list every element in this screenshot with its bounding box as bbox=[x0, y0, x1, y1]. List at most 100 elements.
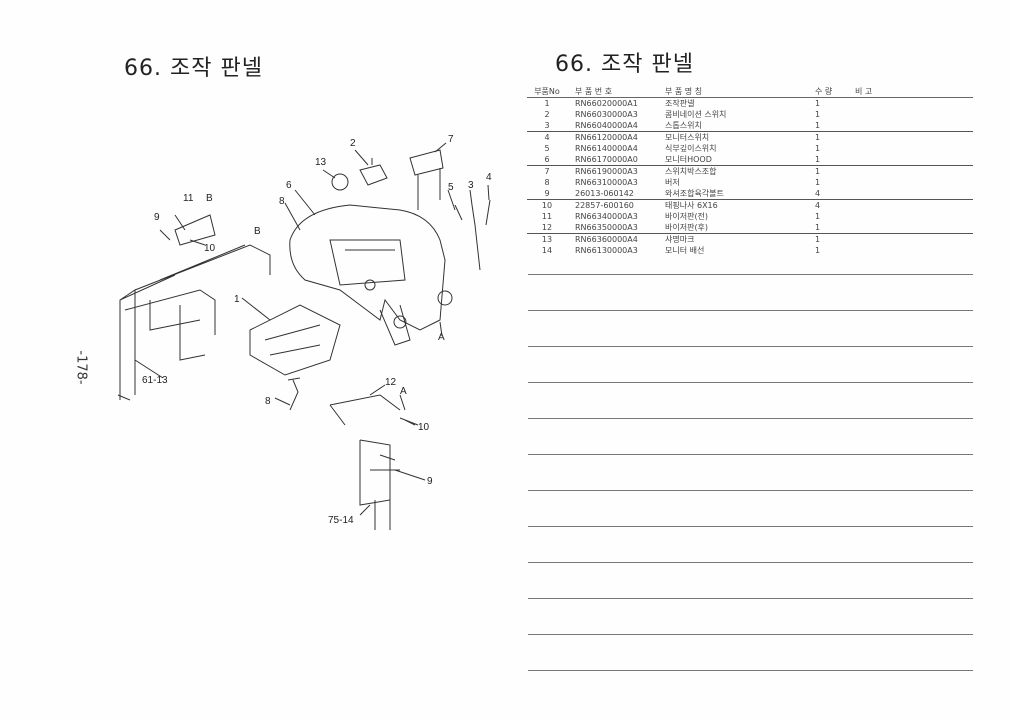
cell-part-name: 콤비네이션 스위치 bbox=[665, 110, 727, 119]
callout-label: 10 bbox=[204, 243, 216, 254]
cell-part-name: 바이저판(후) bbox=[665, 222, 815, 234]
cell-quantity: 1 bbox=[815, 178, 821, 187]
callout-label: B bbox=[254, 226, 261, 237]
cell-remarks bbox=[855, 132, 973, 144]
cell-remarks bbox=[855, 234, 973, 246]
blank-row-line bbox=[528, 526, 973, 527]
cell-remarks bbox=[855, 120, 973, 132]
cell-quantity: 1 bbox=[815, 133, 821, 142]
callout-label: 8 bbox=[279, 196, 285, 207]
cell-part-no: 3 bbox=[527, 120, 567, 132]
callout-label: 3 bbox=[468, 180, 474, 191]
cell-part-name: 모니터HOOD bbox=[665, 154, 815, 166]
cell-part-name: 와셔조합육각볼트 bbox=[665, 188, 815, 200]
callout-label: 9 bbox=[427, 476, 433, 487]
callout-label: B bbox=[206, 193, 213, 204]
cell-part-no: 4 bbox=[544, 133, 550, 142]
cell-part-name: 조작판넬 bbox=[665, 99, 695, 108]
callout-label: 11 bbox=[183, 193, 194, 204]
blank-row-line bbox=[528, 490, 973, 491]
exploded-parts-diagram bbox=[117, 142, 491, 530]
cell-part-number: RN66340000A3 bbox=[575, 212, 638, 221]
cell-part-no: 8 bbox=[544, 178, 550, 187]
cell-remarks bbox=[855, 143, 973, 154]
cell-part-number: RN66350000A3 bbox=[567, 222, 665, 234]
cell-part-no: 10 bbox=[541, 201, 553, 210]
cell-quantity: 1 bbox=[815, 154, 855, 166]
cell-part-number: 26013-060142 bbox=[567, 188, 665, 200]
cell-part-no: 11 bbox=[541, 212, 553, 221]
callout-label: 75-14 bbox=[328, 515, 354, 526]
cell-remarks bbox=[855, 211, 973, 222]
callout-label: A bbox=[400, 386, 407, 397]
cell-quantity: 1 bbox=[815, 167, 821, 176]
cell-remarks bbox=[855, 98, 973, 110]
cell-part-name: 스톱스위치 bbox=[665, 120, 815, 132]
cell-quantity: 1 bbox=[815, 235, 821, 244]
blank-row-line bbox=[528, 382, 973, 383]
callout-label: 12 bbox=[385, 377, 397, 388]
cell-quantity: 1 bbox=[815, 246, 821, 255]
callout-label: 5 bbox=[448, 182, 454, 193]
col-header-remarks: 비 고 bbox=[855, 86, 973, 98]
blank-row-line bbox=[528, 562, 973, 563]
cell-quantity: 4 bbox=[815, 188, 855, 200]
cell-quantity: 1 bbox=[815, 212, 821, 221]
cell-part-number: RN66360000A4 bbox=[575, 235, 638, 244]
cell-part-name: 식부깊이스위치 bbox=[665, 144, 717, 153]
cell-quantity: 1 bbox=[815, 222, 855, 234]
blank-row-line bbox=[528, 454, 973, 455]
cell-part-name: 샤명마크 bbox=[665, 235, 695, 244]
col-header-qty: 수 량 bbox=[815, 86, 855, 98]
cell-part-number: RN66140000A4 bbox=[575, 144, 638, 153]
callout-label: 2 bbox=[350, 138, 356, 149]
cell-remarks bbox=[855, 245, 973, 256]
callout-label: 10 bbox=[418, 422, 430, 433]
right-title: 66. 조작 판넬 bbox=[555, 52, 694, 77]
col-header-no: 부품No bbox=[527, 86, 567, 98]
blank-row-line bbox=[528, 418, 973, 419]
cell-part-number: RN66190000A3 bbox=[575, 167, 638, 176]
cell-quantity: 4 bbox=[815, 201, 821, 210]
cell-remarks bbox=[855, 188, 973, 200]
blank-row-line bbox=[528, 670, 973, 671]
cell-remarks bbox=[855, 200, 973, 212]
cell-remarks bbox=[855, 109, 973, 120]
cell-quantity: 1 bbox=[815, 99, 821, 108]
cell-part-number: RN66120000A4 bbox=[575, 133, 638, 142]
cell-part-no: 5 bbox=[544, 144, 550, 153]
cell-part-no: 6 bbox=[527, 154, 567, 166]
callout-label: 6 bbox=[286, 180, 292, 191]
cell-part-number: RN66310000A3 bbox=[575, 178, 638, 187]
blank-row-line bbox=[528, 598, 973, 599]
cell-part-number: RN66030000A3 bbox=[575, 110, 638, 119]
table-header-row: 부품No 부 품 번 호 부 품 명 칭 수 량 비 고 bbox=[527, 86, 973, 98]
cell-part-name: 모니터 배선 bbox=[665, 246, 705, 255]
callout-label: 7 bbox=[448, 134, 454, 145]
cell-part-name: 스위치박스조합 bbox=[665, 167, 717, 176]
cell-part-number: RN66170000A0 bbox=[567, 154, 665, 166]
blank-row-line bbox=[528, 274, 973, 275]
cell-part-name: 바이저판(전) bbox=[665, 212, 709, 221]
callout-label: 1 bbox=[234, 294, 240, 305]
callout-label: 9 bbox=[154, 212, 160, 223]
cell-part-number: RN66130000A3 bbox=[575, 246, 638, 255]
cell-part-number: 22857-600160 bbox=[575, 201, 634, 210]
cell-remarks bbox=[855, 154, 973, 166]
callout-label: 13 bbox=[315, 157, 327, 168]
cell-remarks bbox=[855, 222, 973, 234]
callout-label: 61-13 bbox=[142, 375, 168, 386]
cell-part-number: RN66040000A4 bbox=[567, 120, 665, 132]
blank-row-line bbox=[528, 634, 973, 635]
